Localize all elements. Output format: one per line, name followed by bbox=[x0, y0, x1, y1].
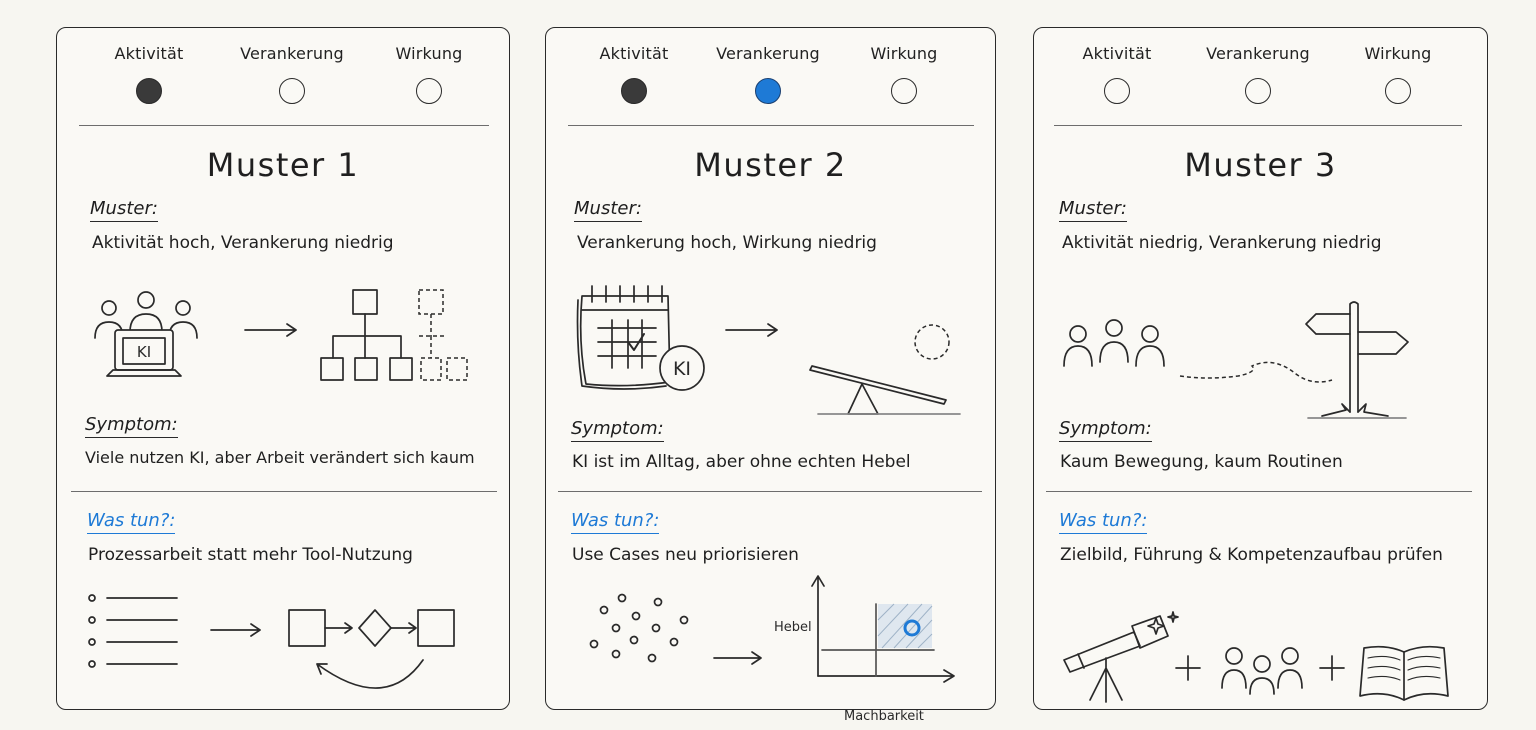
indicator-label: Wirkung bbox=[870, 44, 938, 63]
card-title: Muster 1 bbox=[206, 146, 360, 184]
indicator-row: Aktivität Verankerung Wirkung bbox=[1034, 28, 1487, 148]
signpost-icon bbox=[1305, 301, 1409, 419]
telescope-icon bbox=[1063, 611, 1179, 703]
book-icon bbox=[1359, 645, 1449, 701]
card-title: Muster 3 bbox=[1184, 146, 1337, 184]
pattern-card-1: Aktivität Verankerung Wirkung Muster 1 M… bbox=[56, 27, 510, 710]
indicator-dot-empty bbox=[891, 78, 917, 104]
todo-text: Zielbild, Führung & Kompetenzaufbau prüf… bbox=[1060, 545, 1443, 565]
indicator-dot-empty bbox=[1104, 78, 1130, 104]
indicator-label: Verankerung bbox=[240, 44, 344, 63]
indicator-anchoring: Verankerung bbox=[1188, 44, 1328, 104]
laptop-icon bbox=[106, 329, 182, 377]
todo-label: Was tun?: bbox=[571, 510, 660, 534]
seesaw-icon bbox=[809, 324, 961, 415]
indicator-label: Aktivität bbox=[599, 44, 669, 63]
symptom-label: Symptom: bbox=[85, 414, 178, 438]
people-icon bbox=[1221, 647, 1303, 695]
arrow-right-icon bbox=[244, 323, 297, 337]
indicator-dot-filled bbox=[621, 78, 647, 104]
axis-x-label: Machbarkeit bbox=[844, 709, 924, 724]
indicator-label: Wirkung bbox=[395, 44, 463, 63]
indicator-dot-empty bbox=[1245, 78, 1271, 104]
divider bbox=[79, 125, 489, 126]
muster-label: Muster: bbox=[1059, 198, 1127, 222]
arrow-right-icon bbox=[713, 651, 762, 665]
indicator-dot-empty bbox=[279, 78, 305, 104]
pattern-card-3: Aktivität Verankerung Wirkung Muster 3 M… bbox=[1033, 27, 1488, 710]
indicator-dot-filled bbox=[136, 78, 162, 104]
divider bbox=[1054, 125, 1462, 126]
org-chart-icon bbox=[320, 289, 468, 381]
process-flow-icon bbox=[288, 609, 455, 689]
indicator-impact: Wirkung bbox=[1328, 44, 1468, 104]
indicator-row: Aktivität Verankerung Wirkung bbox=[546, 28, 995, 148]
symptom-label: Symptom: bbox=[1059, 418, 1152, 442]
todo-label: Was tun?: bbox=[1059, 510, 1148, 534]
laptop-label: KI bbox=[137, 343, 151, 361]
arrow-right-icon bbox=[210, 623, 261, 637]
divider bbox=[558, 491, 982, 492]
indicator-activity: Aktivität bbox=[564, 44, 704, 104]
muster-text: Verankerung hoch, Wirkung niedrig bbox=[577, 233, 877, 253]
card-title: Muster 2 bbox=[694, 146, 847, 184]
muster-text: Aktivität hoch, Verankerung niedrig bbox=[92, 233, 394, 253]
symptom-text: Viele nutzen KI, aber Arbeit verändert s… bbox=[85, 448, 475, 467]
symptom-label: Symptom: bbox=[571, 418, 664, 442]
pattern-card-2: Aktivität Verankerung Wirkung Muster 2 M… bbox=[545, 27, 996, 724]
indicator-dot-highlighted bbox=[755, 78, 781, 104]
scattered-dots-icon bbox=[589, 593, 689, 663]
indicator-impact: Wirkung bbox=[359, 44, 499, 104]
plus-icon bbox=[1319, 655, 1345, 681]
muster-text: Aktivität niedrig, Verankerung niedrig bbox=[1062, 233, 1382, 253]
divider bbox=[568, 125, 974, 126]
divider bbox=[71, 491, 497, 492]
bullet-list-icon bbox=[88, 594, 178, 668]
todo-text: Use Cases neu priorisieren bbox=[572, 545, 799, 565]
people-icon bbox=[1063, 319, 1165, 367]
muster-label: Muster: bbox=[90, 198, 158, 222]
axis-y-label: Hebel bbox=[774, 620, 812, 635]
indicator-row: Aktivität Verankerung Wirkung bbox=[57, 28, 509, 148]
plus-icon bbox=[1175, 655, 1201, 681]
indicator-activity: Aktivität bbox=[1047, 44, 1187, 104]
indicator-activity: Aktivität bbox=[79, 44, 219, 104]
indicator-impact: Wirkung bbox=[834, 44, 974, 104]
indicator-label: Verankerung bbox=[1206, 44, 1310, 63]
matrix-chart-icon: Hebel Machbarkeit bbox=[774, 575, 955, 724]
people-laptop-illustration: KI bbox=[94, 291, 198, 377]
indicator-dot-empty bbox=[416, 78, 442, 104]
symptom-text: KI ist im Alltag, aber ohne echten Hebel bbox=[572, 452, 911, 472]
calendar-badge-label: KI bbox=[673, 358, 691, 380]
indicator-label: Wirkung bbox=[1364, 44, 1432, 63]
muster-label: Muster: bbox=[574, 198, 642, 222]
calendar-icon: KI bbox=[576, 285, 705, 391]
todo-label: Was tun?: bbox=[87, 510, 176, 534]
symptom-text: Kaum Bewegung, kaum Routinen bbox=[1060, 452, 1343, 472]
indicator-anchoring: Verankerung bbox=[222, 44, 362, 104]
indicator-label: Aktivität bbox=[1082, 44, 1152, 63]
indicator-label: Aktivität bbox=[114, 44, 184, 63]
arrow-right-icon bbox=[725, 323, 778, 337]
indicator-anchoring: Verankerung bbox=[698, 44, 838, 104]
dashed-path-icon bbox=[1179, 361, 1333, 383]
todo-text: Prozessarbeit statt mehr Tool-Nutzung bbox=[88, 545, 413, 565]
divider bbox=[1046, 491, 1472, 492]
indicator-label: Verankerung bbox=[716, 44, 820, 63]
indicator-dot-empty bbox=[1385, 78, 1411, 104]
